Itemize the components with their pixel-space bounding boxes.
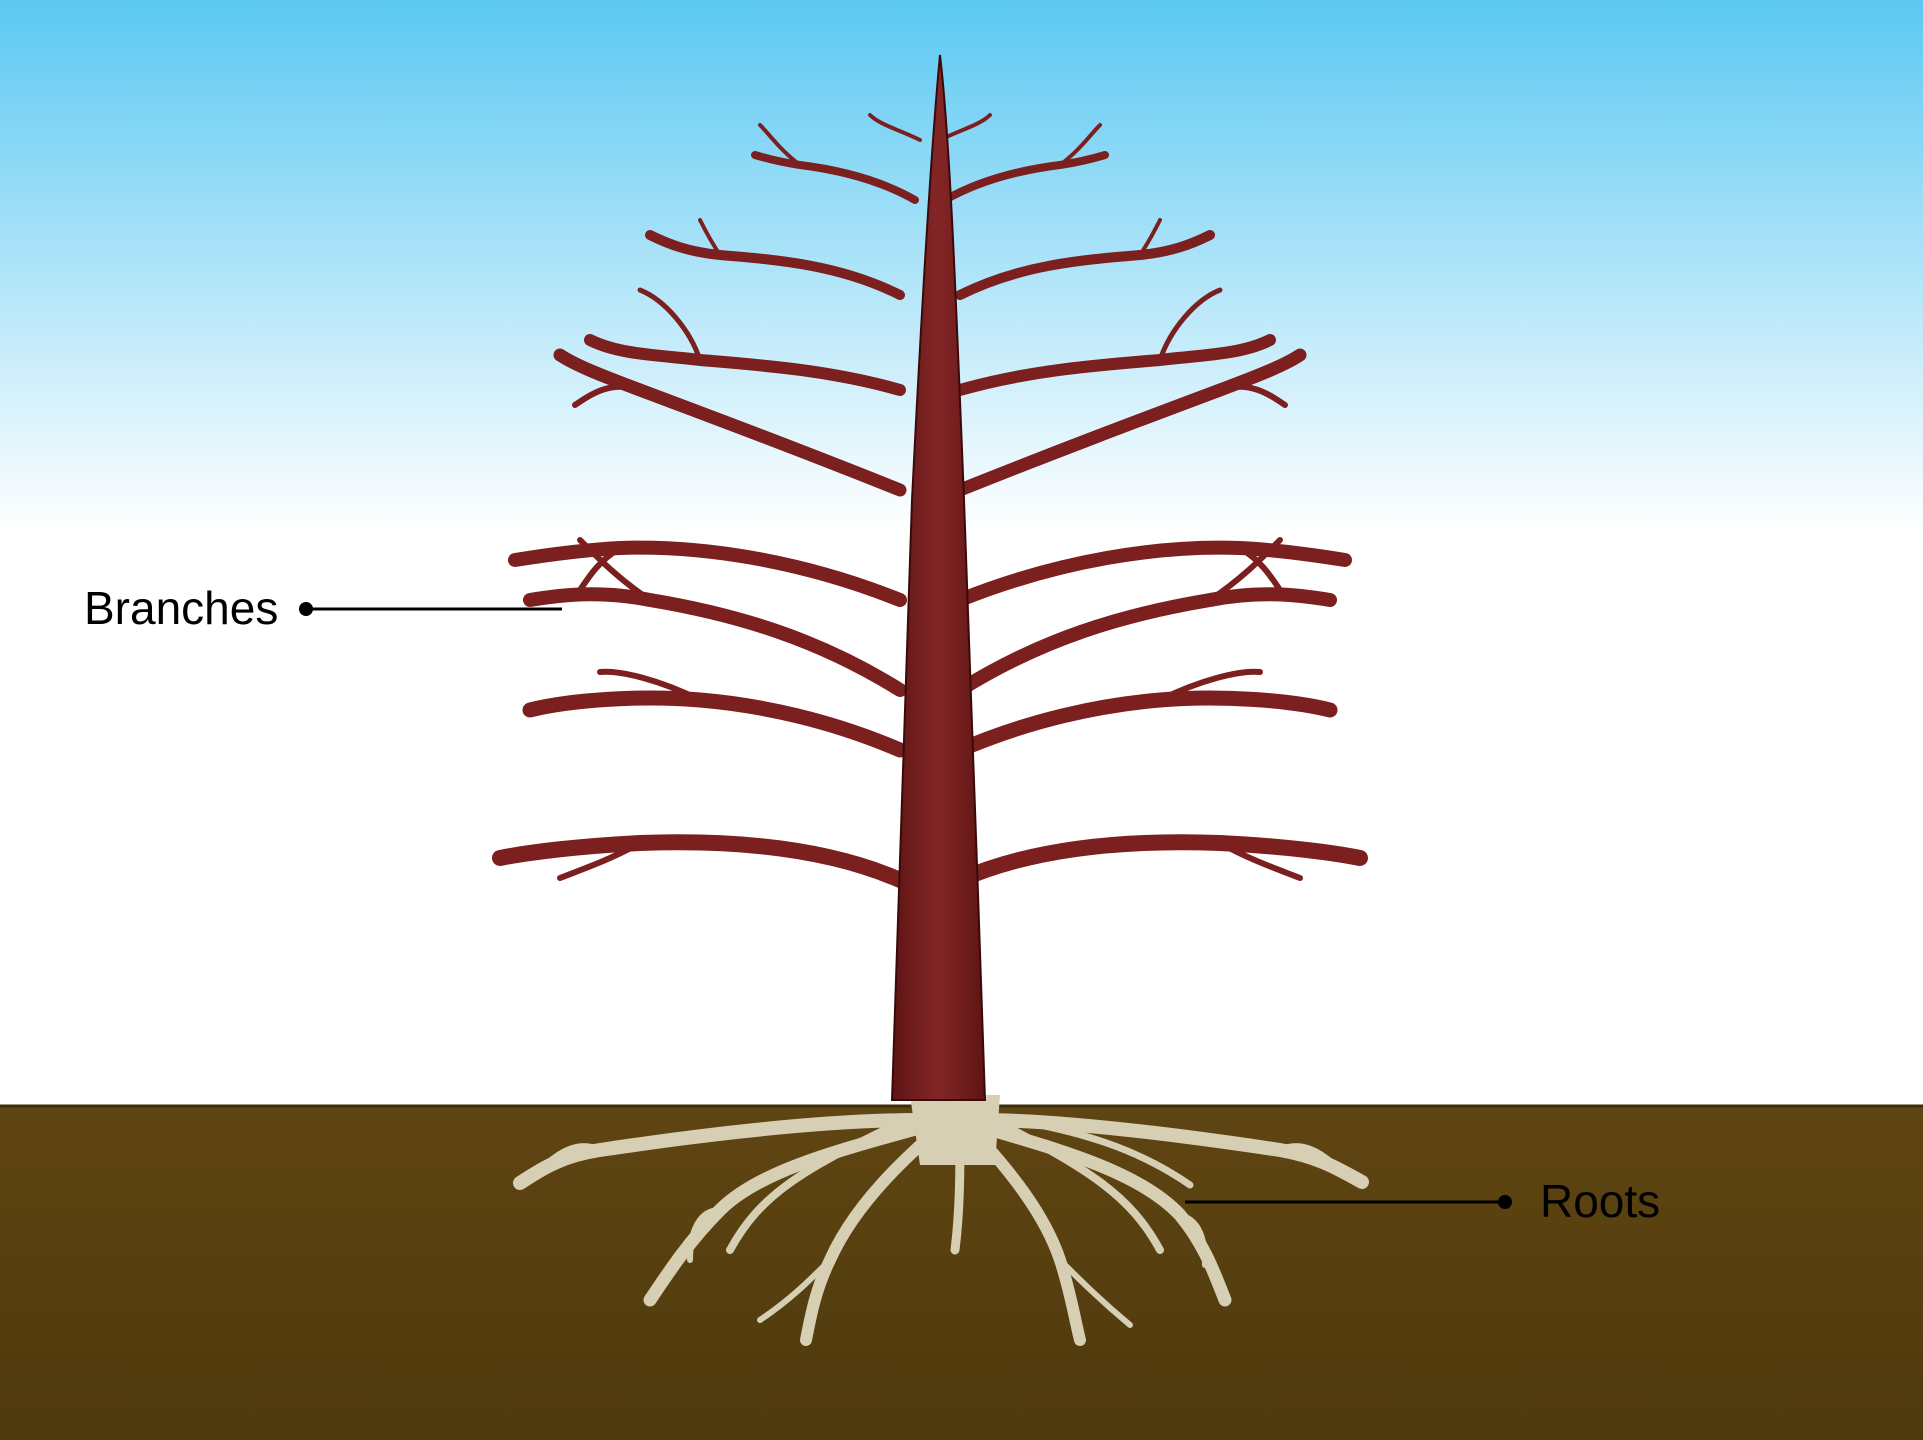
root-collar [910,1095,1000,1165]
roots-callout-dot [1498,1195,1512,1209]
roots-label: Roots [1540,1175,1660,1227]
branches-label: Branches [84,582,278,634]
